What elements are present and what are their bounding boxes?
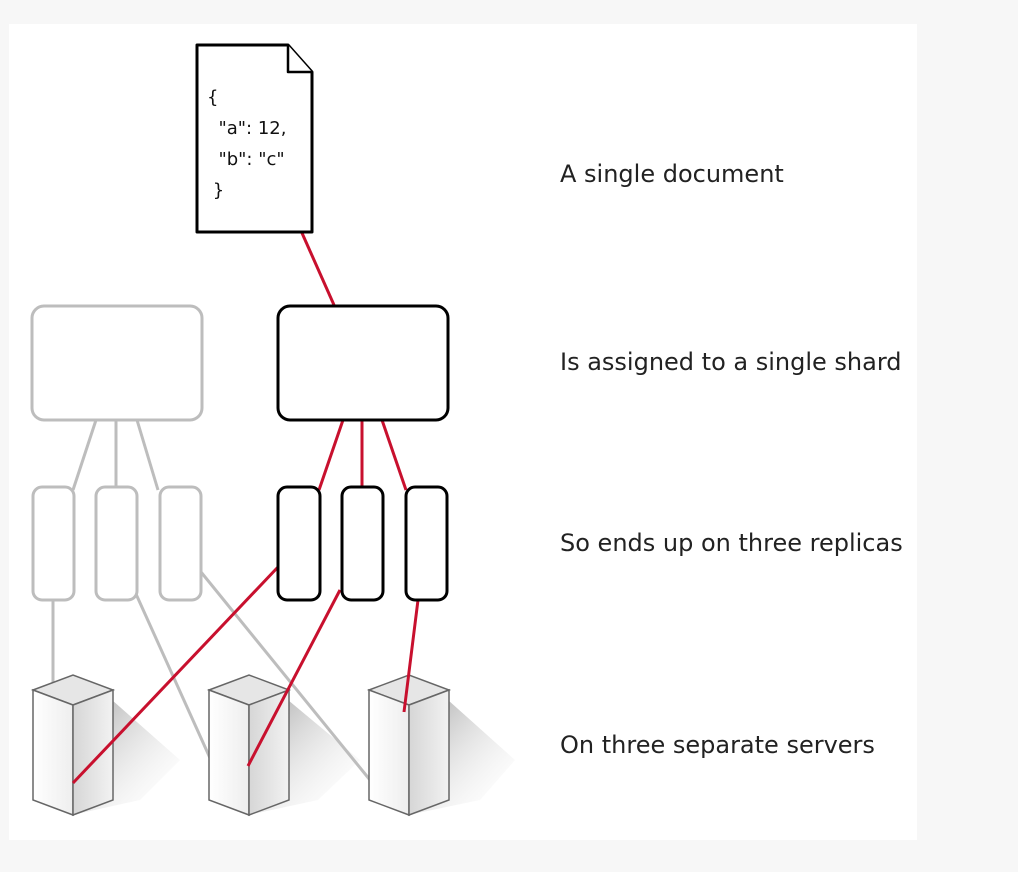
inactive-connections [51,419,372,781]
inactive-replica-2 [94,485,139,602]
server-shadows [72,700,515,815]
label-document: A single document [560,160,784,188]
active-replica-3 [404,485,449,602]
document-line: "b": "c" [207,149,285,170]
inactive-replica-3 [158,485,203,602]
highlight-connections [71,232,420,785]
diagram-background [9,24,917,840]
label-servers: On three separate servers [560,731,875,759]
document-content: { "a": 12, "b": "c" } [207,82,286,206]
active-replica-1 [276,485,322,602]
document-line: { [207,87,219,108]
inactive-replica-1 [31,485,76,602]
server-1 [30,674,116,817]
document-line: "a": 12, [207,118,287,139]
server-3 [366,674,452,817]
document-line: } [207,180,225,201]
label-replicas: So ends up on three replicas [560,529,903,557]
document-icon [195,43,314,234]
active-replica-2 [340,485,385,602]
inactive-shard [30,304,204,422]
label-shard: Is assigned to a single shard [560,348,902,376]
active-shard [276,304,450,422]
server-2 [206,674,292,817]
